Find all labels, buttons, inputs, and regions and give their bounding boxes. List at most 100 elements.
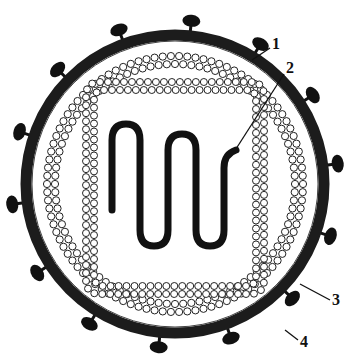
capsid-bead [115, 283, 122, 290]
capsid-bead [253, 169, 260, 176]
capsid-bead [83, 230, 90, 237]
capsid-bead [148, 87, 155, 94]
matrix-bead [184, 53, 191, 60]
capsid-bead [235, 291, 242, 298]
matrix-bead [284, 221, 291, 228]
capsid-bead [104, 79, 111, 86]
capsid-bead [83, 102, 90, 109]
capsid-bead [164, 87, 171, 94]
matrix-bead [44, 164, 51, 171]
capsid-bead [261, 239, 268, 246]
capsid-bead [261, 223, 268, 230]
capsid-bead [91, 160, 98, 167]
matrix-bead [74, 263, 81, 270]
matrix-bead [269, 250, 276, 257]
capsid-bead [179, 291, 186, 298]
capsid-bead [243, 291, 250, 298]
capsid-bead [83, 158, 90, 165]
matrix-bead [290, 197, 297, 204]
capsid-bead [235, 283, 242, 290]
matrix-bead [290, 132, 297, 139]
capsid-bead [253, 153, 260, 160]
leader-line [285, 330, 298, 340]
capsid-bead [253, 233, 260, 240]
capsid-bead [261, 183, 268, 190]
capsid-bead [261, 199, 268, 206]
matrix-bead [287, 125, 294, 132]
matrix-bead [269, 97, 276, 104]
capsid-bead [91, 136, 98, 143]
capsid-bead [131, 283, 138, 290]
matrix-bead [223, 63, 230, 70]
capsid-bead [144, 79, 151, 86]
capsid-bead [91, 232, 98, 239]
capsid-bead [244, 87, 251, 94]
spike-knob [5, 195, 19, 214]
matrix-bead [274, 104, 281, 111]
matrix-bead [56, 148, 63, 155]
capsid-bead [228, 87, 235, 94]
capsid-bead [91, 240, 98, 247]
matrix-bead [289, 156, 296, 163]
capsid-bead [116, 87, 123, 94]
capsid-bead [83, 269, 90, 276]
matrix-bead [184, 308, 191, 315]
spike-knob [331, 154, 345, 173]
capsid-bead [83, 126, 90, 133]
matrix-bead [127, 60, 134, 67]
capsid-bead [187, 283, 194, 290]
capsid-bead [155, 283, 162, 290]
capsid-bead [253, 209, 260, 216]
capsid-bead [83, 110, 90, 117]
matrix-bead [212, 67, 219, 74]
capsid-bead [192, 79, 199, 86]
capsid-bead [139, 283, 146, 290]
capsid-bead [83, 198, 90, 205]
capsid-bead [188, 87, 195, 94]
capsid-bead [261, 175, 268, 182]
matrix-bead [176, 308, 183, 315]
capsid-bead [260, 88, 267, 95]
capsid-bead [91, 96, 98, 103]
capsid-bead [92, 279, 99, 286]
matrix-bead [208, 58, 215, 65]
capsid-bead [101, 87, 108, 94]
spike-knob [322, 226, 339, 247]
capsid-bead-wall [83, 79, 268, 298]
matrix-bead [69, 243, 76, 250]
capsid-bead [83, 277, 90, 284]
matrix-bead [278, 236, 285, 243]
matrix-bead [46, 205, 53, 212]
matrix-bead [274, 243, 281, 250]
capsid-bead [83, 118, 90, 125]
matrix-bead [287, 236, 294, 243]
matrix-bead [180, 61, 187, 68]
capsid-bead [261, 271, 268, 278]
matrix-bead [74, 97, 81, 104]
matrix-bead [44, 189, 51, 196]
capsid-bead [253, 129, 260, 136]
envelope-inner-edge [32, 41, 318, 327]
capsid-bead [99, 291, 106, 298]
matrix-bead [65, 125, 72, 132]
matrix-bead [48, 213, 55, 220]
capsid-bead [107, 283, 114, 290]
capsid-bead [253, 225, 260, 232]
matrix-bead [73, 250, 80, 257]
capsid-bead [261, 135, 268, 142]
capsid-bead [152, 79, 159, 86]
matrix-bead [231, 67, 238, 74]
matrix-bead [44, 172, 51, 179]
matrix-bead [163, 61, 170, 68]
matrix-bead [269, 263, 276, 270]
matrix-bead [208, 303, 215, 310]
capsid-inner-guide [94, 90, 256, 286]
capsid-bead [243, 283, 250, 290]
capsid-bead [196, 87, 203, 94]
capsid-bead [123, 291, 130, 298]
matrix-bead [127, 301, 134, 308]
capsid-bead [227, 291, 234, 298]
matrix-bead [204, 65, 211, 72]
matrix-bead [60, 118, 67, 125]
matrix-bead [65, 236, 72, 243]
